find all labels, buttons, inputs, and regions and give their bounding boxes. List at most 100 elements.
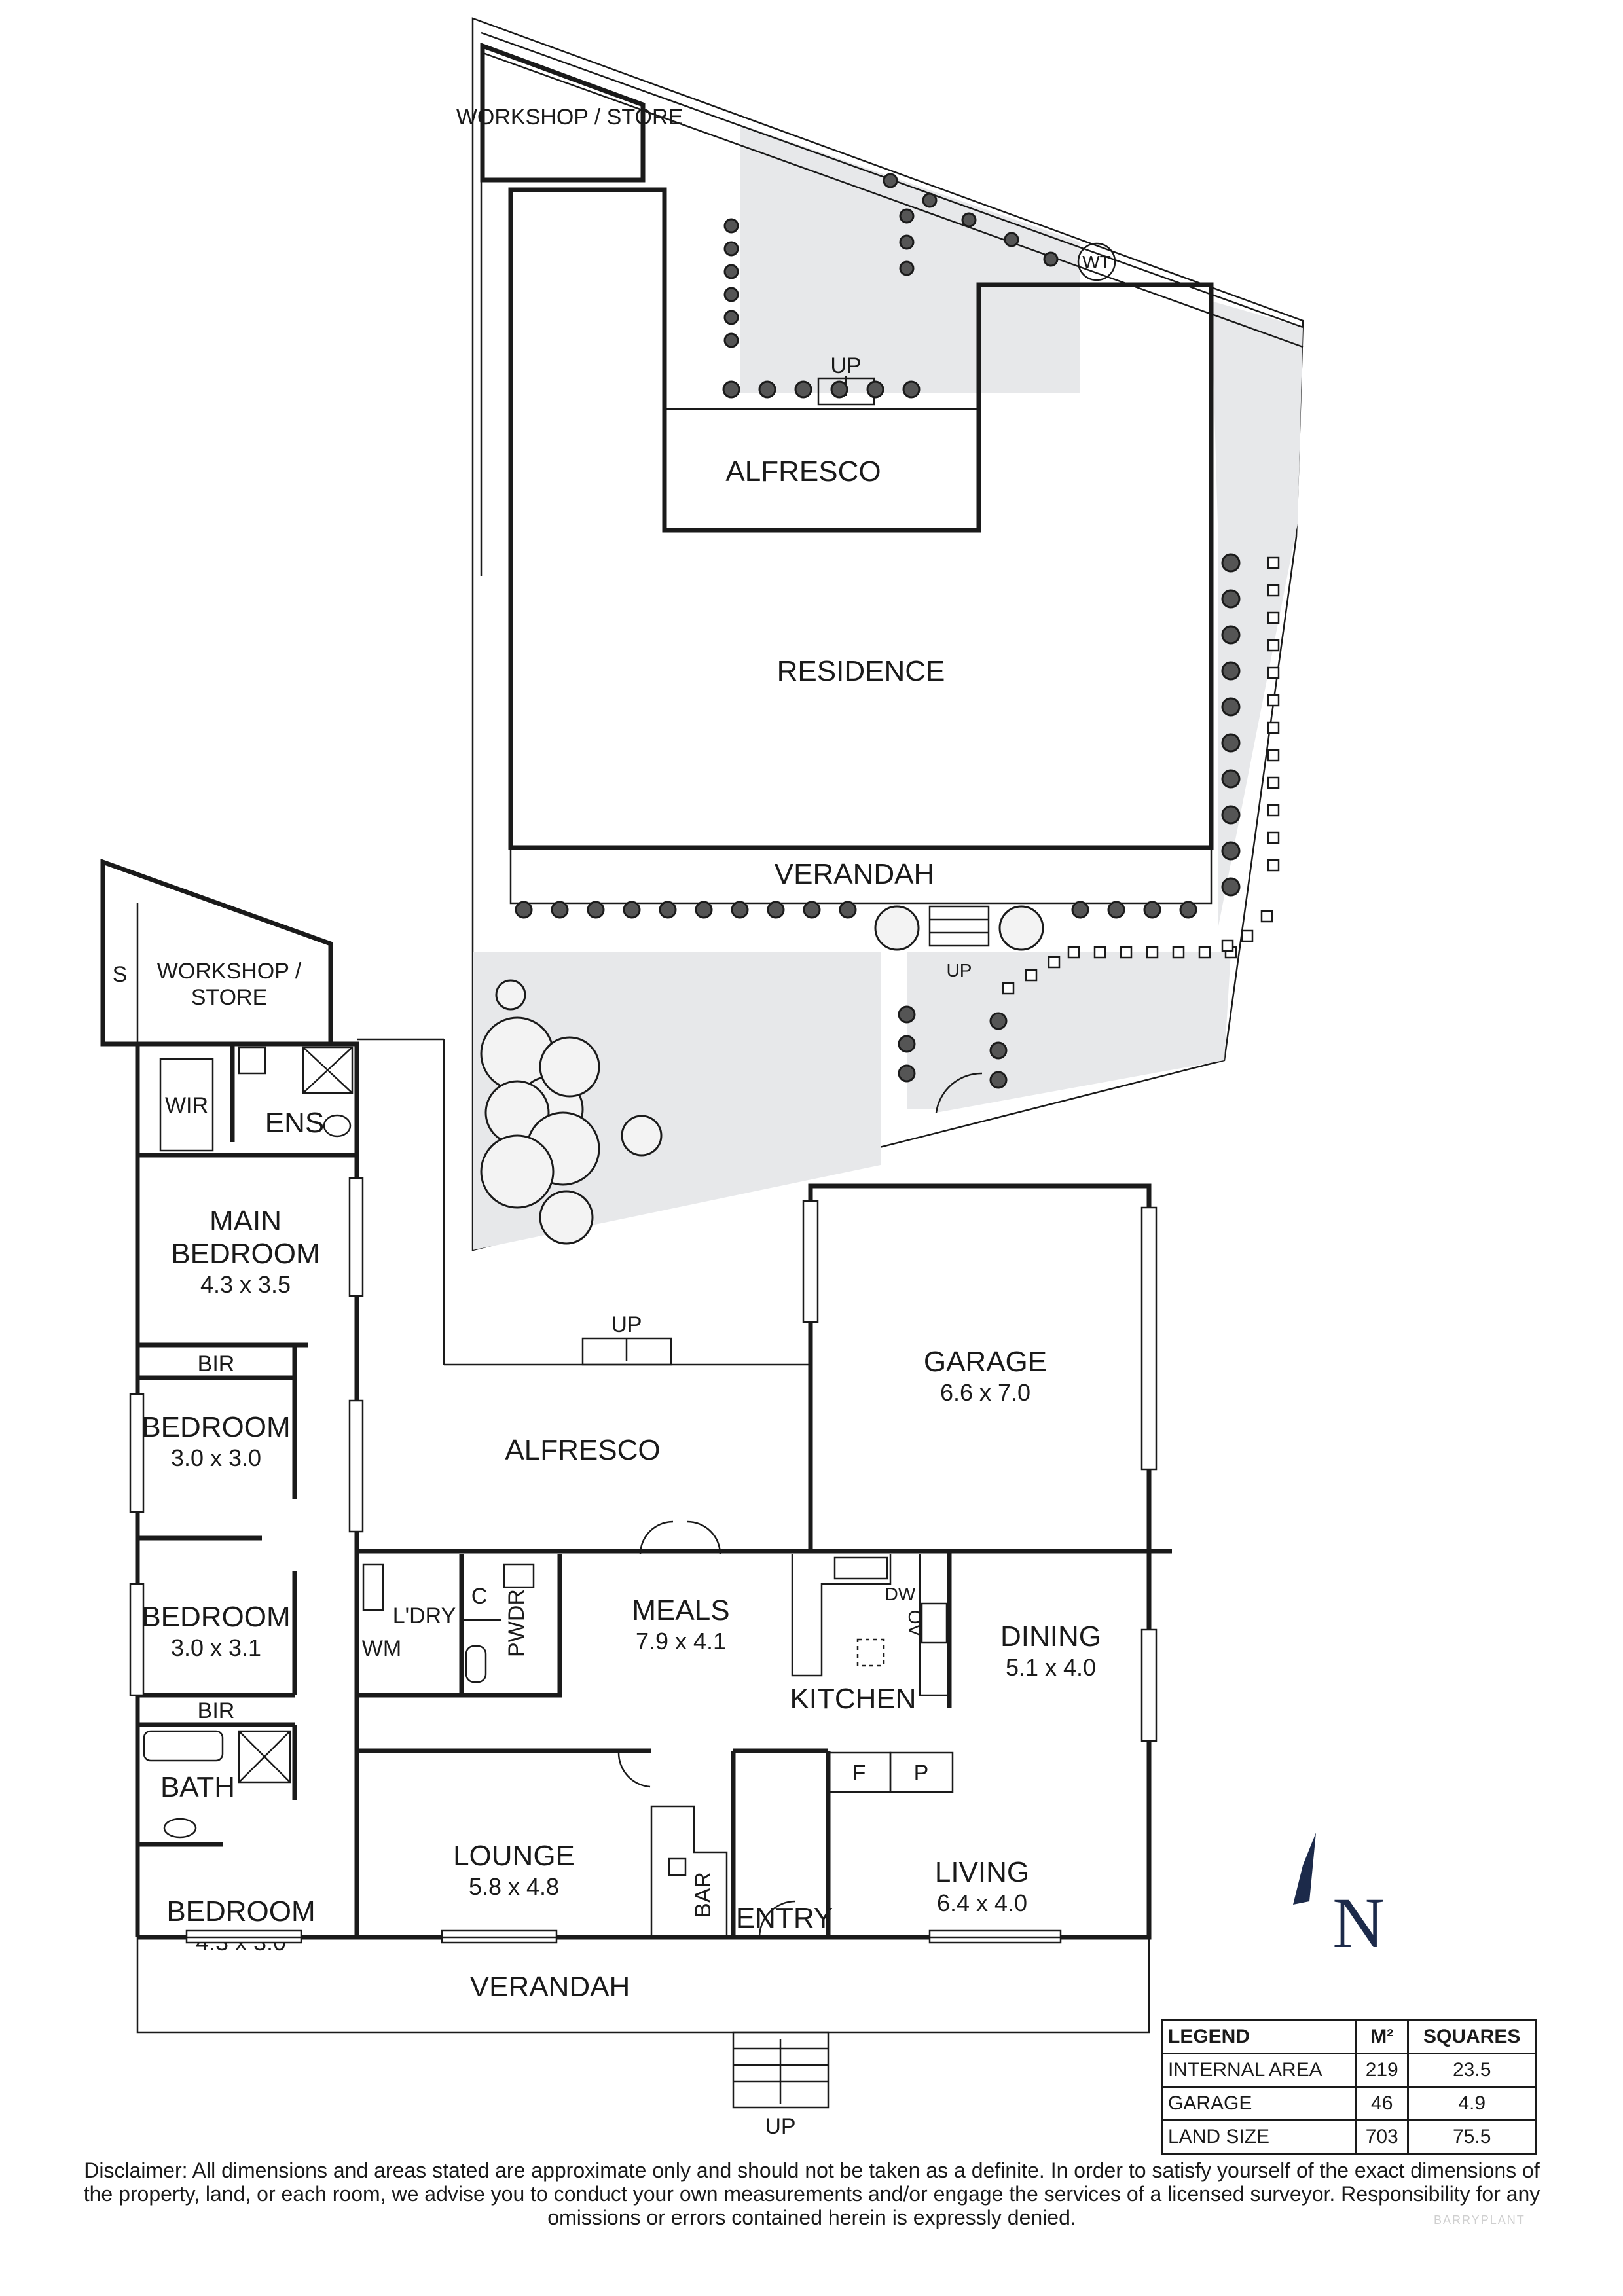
- lounge-dim: 5.8 x 4.8: [469, 1873, 559, 1900]
- kitchen-label: KITCHEN: [790, 1683, 916, 1715]
- legend-m2-header: M²: [1355, 2019, 1410, 2054]
- shrub-icon: [898, 1005, 916, 1024]
- shrub-icon: [899, 208, 915, 224]
- alfresco-label: ALFRESCO: [505, 1434, 660, 1466]
- shrub-icon: [722, 380, 740, 399]
- paver-icon: [1267, 584, 1280, 597]
- paver-icon: [1267, 749, 1280, 762]
- legend-row-squares: 75.5: [1407, 2119, 1537, 2155]
- f-label: F: [852, 1761, 866, 1785]
- paver-icon: [1198, 946, 1211, 959]
- paver-icon: [1067, 946, 1080, 959]
- verandah-label: VERANDAH: [470, 1971, 630, 2003]
- legend-row-label: GARAGE: [1160, 2086, 1357, 2121]
- shrub-icon: [731, 901, 749, 919]
- site-up-rear: UP: [830, 353, 861, 378]
- paver-icon: [1267, 831, 1280, 844]
- workshop-store-label-2: STORE: [191, 985, 268, 1010]
- legend-row-m2: 46: [1355, 2086, 1410, 2121]
- legend-row-m2: 219: [1355, 2053, 1410, 2088]
- shrub-icon: [1107, 901, 1125, 919]
- living-label: LIVING: [935, 1856, 1029, 1888]
- water-tank-label: WT: [1082, 252, 1111, 272]
- legend-header: LEGEND: [1160, 2019, 1357, 2054]
- floor-alfresco: [359, 1365, 811, 1549]
- paver-icon: [1267, 721, 1280, 734]
- legend-row: LAND SIZE 703 75.5: [1160, 2119, 1537, 2155]
- water-tank: [1077, 242, 1116, 281]
- paver-icon: [1267, 804, 1280, 817]
- legend-row-squares: 23.5: [1407, 2053, 1537, 2088]
- dining-dim: 5.1 x 4.0: [1006, 1654, 1096, 1681]
- garage-label: GARAGE: [924, 1346, 1047, 1378]
- shrub-icon: [989, 1071, 1008, 1089]
- site-alfresco-label: ALFRESCO: [725, 456, 881, 488]
- paver-icon: [1241, 929, 1254, 942]
- site-alfresco: [667, 409, 976, 528]
- meals-label: MEALS: [632, 1594, 729, 1626]
- site-trees: [480, 905, 1044, 1245]
- floor-up-alfresco: UP: [611, 1312, 642, 1337]
- bir-upper-label: BIR: [198, 1352, 235, 1376]
- paver-icon: [1260, 910, 1273, 923]
- wm-label: WM: [362, 1636, 401, 1661]
- floor-verandah: [136, 1936, 1150, 2034]
- legend-row: INTERNAL AREA 219 23.5: [1160, 2053, 1537, 2088]
- shrub-icon: [898, 1064, 916, 1083]
- legend-row-label: LAND SIZE: [1160, 2119, 1357, 2155]
- shrub-icon: [1221, 553, 1241, 573]
- paver-icon: [1267, 556, 1280, 569]
- north-compass: N: [1293, 1833, 1385, 1963]
- site-verandah-label: VERANDAH: [775, 858, 935, 890]
- bedroom-3-label: BEDROOM: [141, 1601, 290, 1633]
- site-garden-front-right: [936, 952, 1231, 1113]
- shrub-icon: [758, 380, 776, 399]
- paver-icon: [1002, 982, 1015, 995]
- legend-row: GARAGE 46 4.9: [1160, 2086, 1537, 2121]
- legend-row-m2: 703: [1355, 2119, 1410, 2155]
- shrub-icon: [767, 901, 785, 919]
- shrub-icon: [1221, 877, 1241, 897]
- shrub-icon: [723, 310, 739, 325]
- entry-label: ENTRY: [736, 1902, 833, 1934]
- shrub-icon: [723, 264, 739, 279]
- site-verandah: [509, 846, 1213, 905]
- shrub-icon: [794, 380, 812, 399]
- site-up-front: UP: [947, 960, 972, 980]
- watermark: BARRYPLANT: [1434, 2214, 1525, 2227]
- bedroom-2-dim: 3.0 x 3.0: [171, 1444, 261, 1471]
- paver-icon: [1048, 956, 1061, 969]
- shrub-icon: [695, 901, 713, 919]
- shrub-icon: [1221, 589, 1241, 609]
- floor-plan: S WORKSHOP / STORE UP ALFRESCO WIR ENS M…: [100, 859, 1172, 2139]
- shrub-icon: [1221, 697, 1241, 717]
- shrub-icon: [1071, 901, 1089, 919]
- paver-icon: [1172, 946, 1185, 959]
- disclaimer-text: Disclaimer: All dimensions and areas sta…: [83, 2159, 1541, 2229]
- main-bedroom-dim: 4.3 x 3.5: [200, 1271, 291, 1298]
- paver-icon: [1093, 946, 1106, 959]
- paver-icon: [1267, 666, 1280, 679]
- shrub-icon: [1043, 251, 1059, 267]
- paver-icon: [1267, 776, 1280, 789]
- north-label: N: [1332, 1883, 1384, 1963]
- ov-label: OV: [905, 1610, 925, 1637]
- main-bedroom-label-1: MAIN: [210, 1205, 282, 1237]
- shrub-icon: [723, 241, 739, 257]
- shrub-icon: [839, 901, 857, 919]
- bedroom-2-label: BEDROOM: [141, 1411, 290, 1443]
- dining-label: DINING: [1000, 1621, 1101, 1653]
- shrub-icon: [883, 173, 898, 188]
- paver-icon: [1120, 946, 1133, 959]
- dw-label: DW: [885, 1584, 916, 1604]
- bir-lower-label: BIR: [198, 1698, 235, 1723]
- shrub-icon: [866, 380, 884, 399]
- legend-squares-header: SQUARES: [1407, 2019, 1537, 2054]
- shrub-icon: [902, 380, 921, 399]
- shrub-icon: [989, 1012, 1008, 1030]
- shrub-icon: [1221, 625, 1241, 645]
- bedroom-3-dim: 3.0 x 3.1: [171, 1634, 261, 1661]
- pwdr-label: PWDR: [504, 1589, 529, 1657]
- living-dim: 6.4 x 4.0: [937, 1890, 1027, 1916]
